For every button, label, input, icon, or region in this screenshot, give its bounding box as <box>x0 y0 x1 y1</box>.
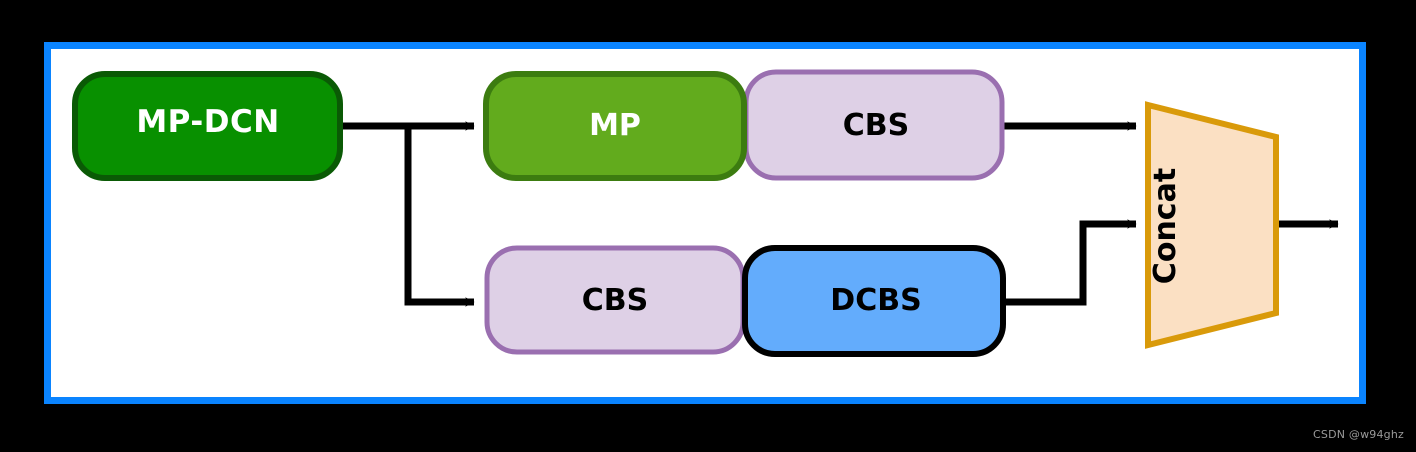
node-dcbs[interactable] <box>742 245 1006 357</box>
node-mp[interactable] <box>483 71 747 181</box>
edge-dcbs-concat <box>1003 219 1137 306</box>
node-cbs-top[interactable] <box>743 69 1005 181</box>
node-cbs-bottom[interactable] <box>484 245 746 355</box>
node-mp-dcn[interactable] <box>72 71 343 181</box>
edge-branch-cbs-bottom <box>404 126 475 307</box>
watermark-text: CSDN @w94ghz <box>1313 428 1404 441</box>
node-concat[interactable] <box>1145 101 1279 349</box>
